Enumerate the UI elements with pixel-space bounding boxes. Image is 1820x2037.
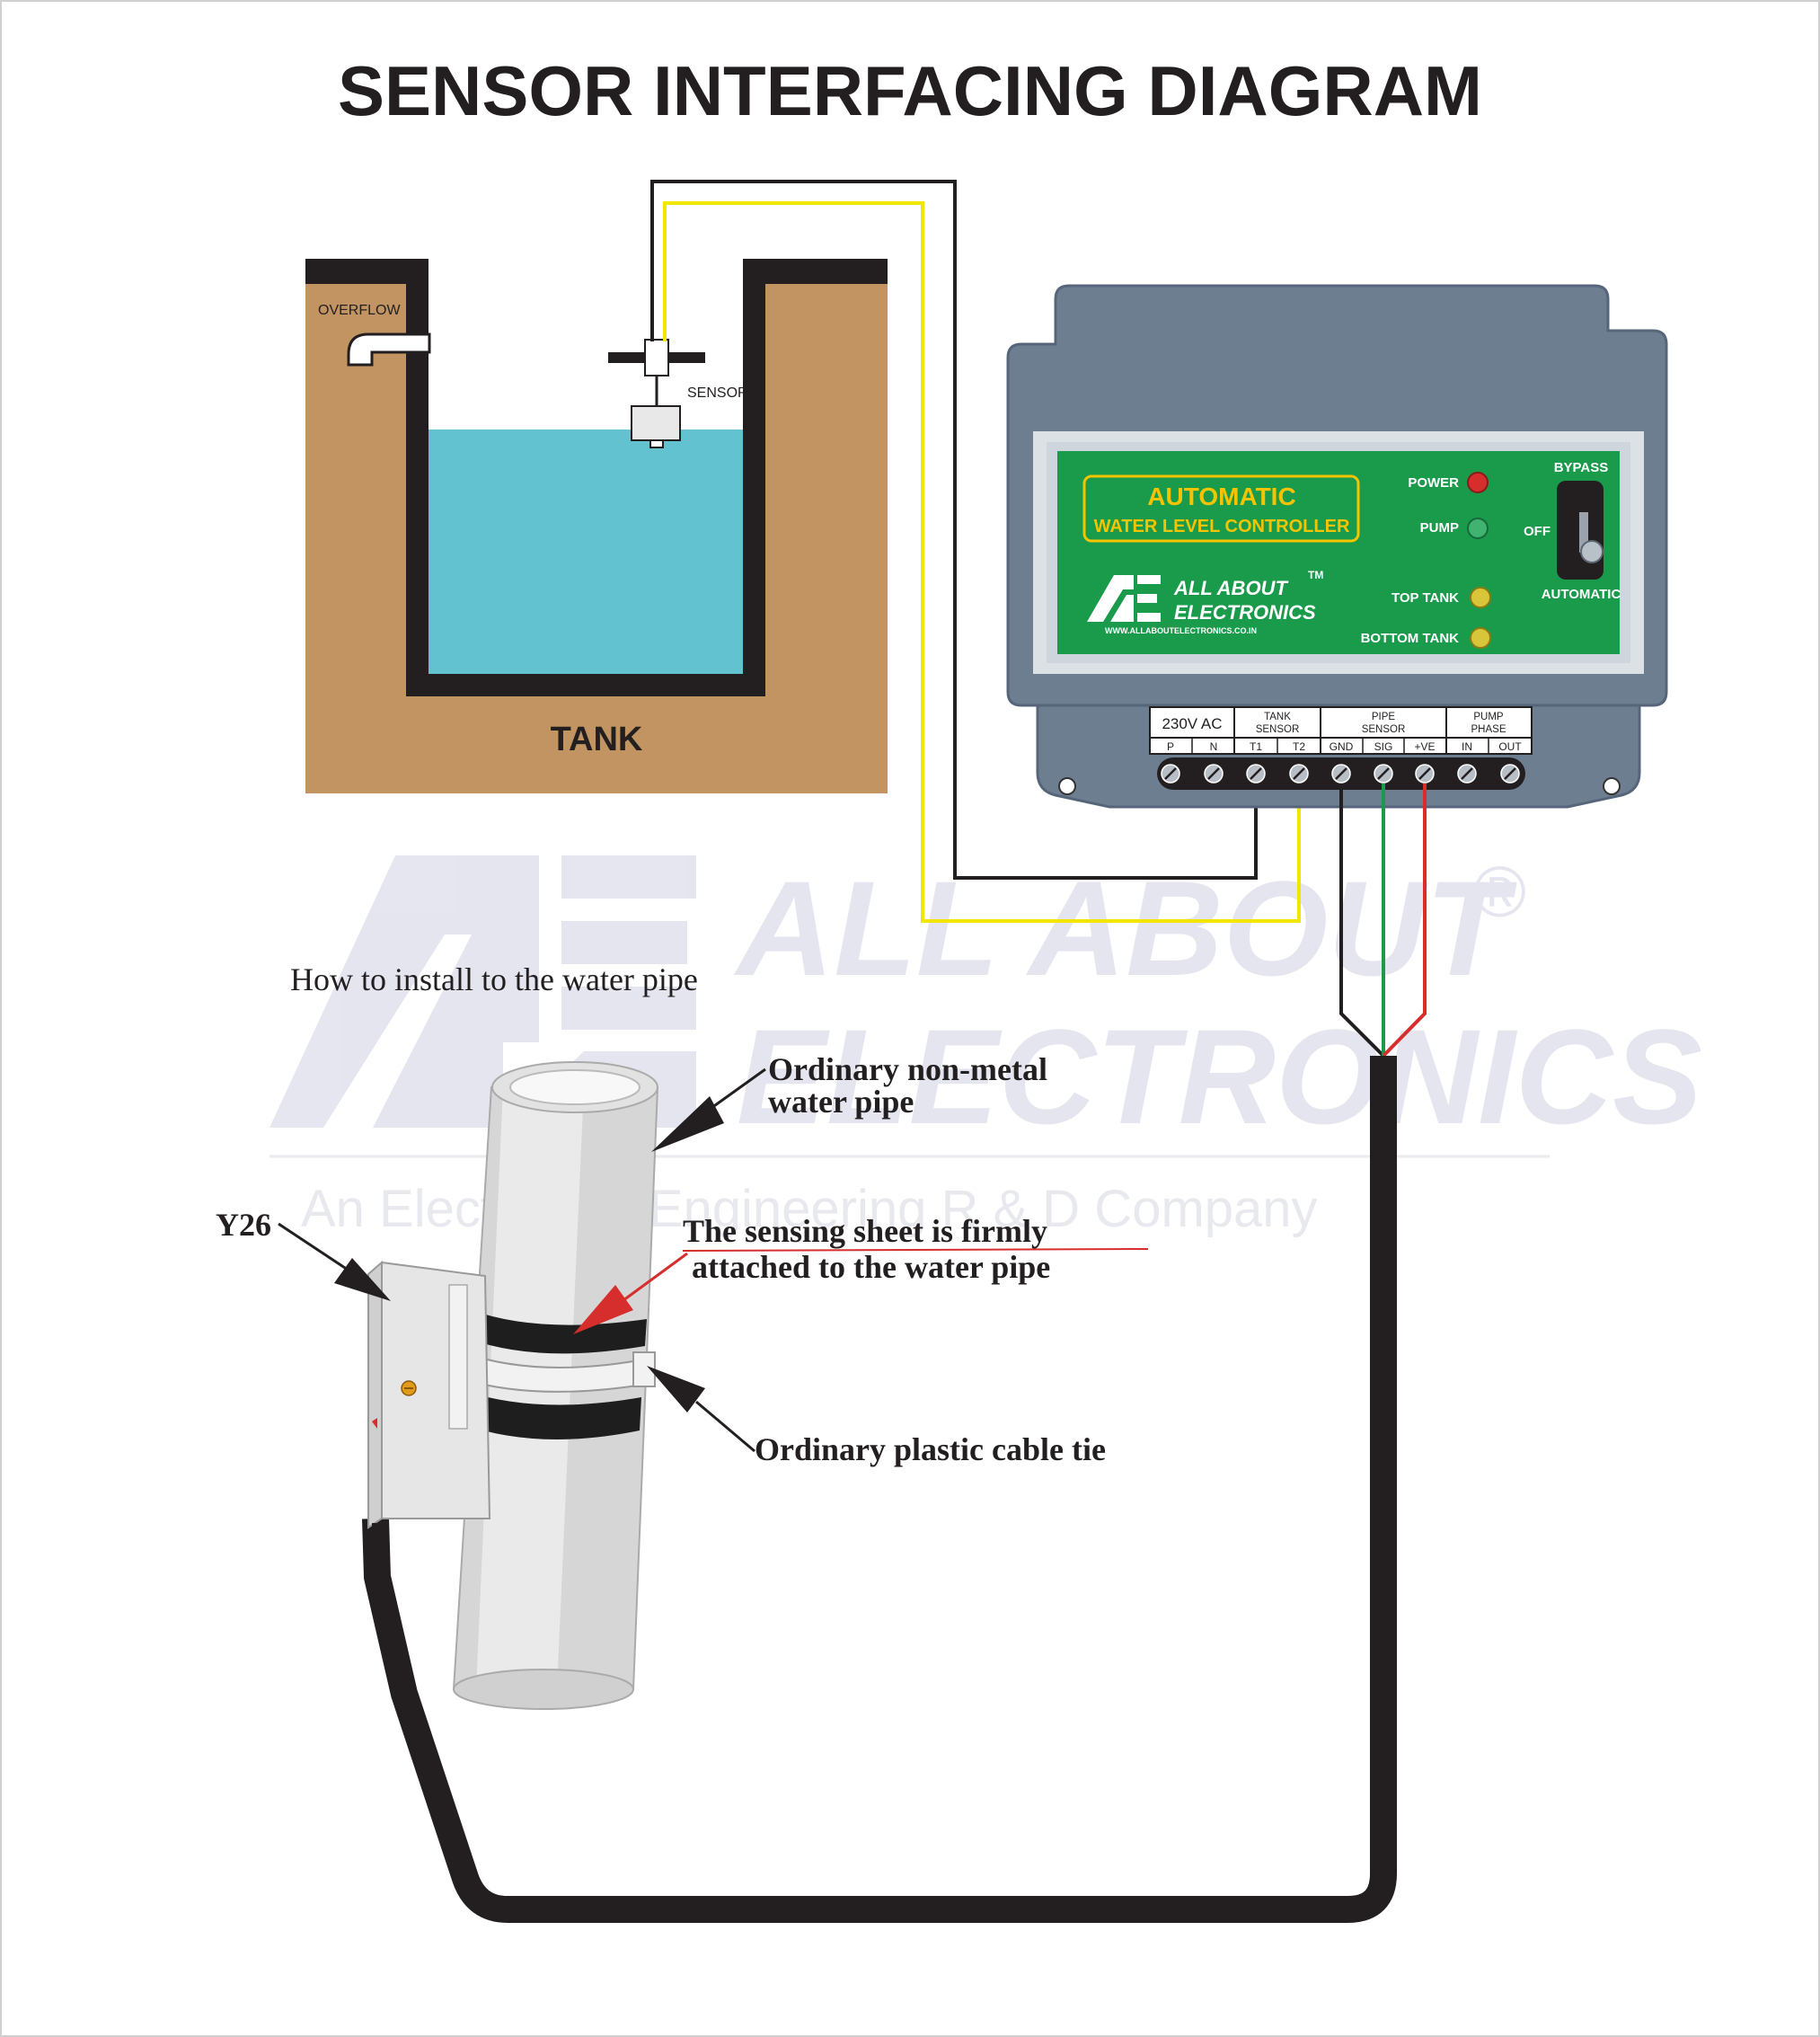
brand-logo	[1087, 575, 1161, 622]
screw-slots	[1164, 767, 1516, 780]
brand-line1: ALL ABOUT	[1173, 577, 1288, 599]
sensing-sheet-lower	[463, 1391, 641, 1439]
terminal-group-230v: 230V AC	[1162, 715, 1222, 732]
switch-label-bypass: BYPASS	[1554, 460, 1609, 475]
pipe-sensor-wires	[1339, 784, 1427, 1058]
cable-tie-label: Ordinary plastic cable tie	[755, 1431, 1106, 1467]
sensor-cable	[362, 1056, 1397, 1923]
pin-label-gnd: GND	[1330, 740, 1354, 753]
sheet-pointer-arrowhead	[573, 1285, 633, 1334]
watermark-line2: ELECTRONICS	[737, 1001, 1702, 1152]
pipe-label-line2: water pipe	[768, 1084, 914, 1120]
terminal-group-pipe-sensor-line2: SENSOR	[1362, 724, 1406, 735]
indicator-power-led	[1467, 472, 1489, 493]
pin-label-vcc: +VE	[1414, 740, 1435, 753]
sensing-sheet-upper	[469, 1310, 647, 1354]
install-heading: How to install to the water pipe	[290, 961, 698, 997]
indicator-bottom-tank-led	[1470, 627, 1491, 649]
indicator-pump-label: PUMP	[1420, 520, 1459, 536]
indicator-bottom-tank-label: BOTTOM TANK	[1361, 631, 1460, 646]
sheet-pointer-line	[619, 1252, 688, 1305]
watermark-line1: ALL ABOUT	[733, 853, 1518, 1004]
terminal-group-tank-sensor-line1: TANK	[1264, 712, 1291, 722]
controller-unit: AUTOMATIC WATER LEVEL CONTROLLER ALL ABO…	[1006, 284, 1668, 809]
pin-label-p: P	[1167, 740, 1174, 753]
sheet-label-underline	[682, 1248, 1149, 1252]
mount-hole-right	[1603, 777, 1621, 795]
pin-label-n: N	[1210, 740, 1218, 753]
tank-illustration: OVERFLOW SENSOR TANK	[305, 259, 888, 793]
controller-title-line2: WATER LEVEL CONTROLLER	[1094, 517, 1350, 536]
switch-label-automatic: AUTOMATIC	[1542, 587, 1621, 602]
wire-t2-yellow	[663, 201, 1301, 923]
sensor-model-label: Y26	[216, 1207, 271, 1243]
sensor-label: SENSOR	[687, 385, 748, 401]
pin-label-in: IN	[1462, 740, 1472, 753]
indicator-power-label: POWER	[1408, 475, 1459, 491]
controller-face	[1057, 451, 1620, 654]
watermark-registered-mark: ®	[1473, 852, 1526, 932]
tank-label: TANK	[551, 721, 643, 758]
pipe-pointer-line	[704, 1067, 766, 1114]
terminal-group-tank-sensor-line2: SENSOR	[1256, 724, 1300, 735]
cable-tie-pointer-line	[695, 1400, 755, 1453]
overflow-label: OVERFLOW	[318, 303, 401, 318]
wire-gnd	[1339, 784, 1385, 1058]
controller-title-line1: AUTOMATIC	[1147, 483, 1295, 510]
tank-water	[428, 430, 743, 674]
tank-sensor-wires	[650, 180, 1301, 923]
indicator-top-tank-label: TOP TANK	[1392, 590, 1459, 606]
mount-hole-left	[1058, 777, 1076, 795]
selector-switch-knob	[1580, 540, 1604, 563]
tank-rim-left	[305, 259, 428, 284]
pipe-pointer-arrowhead	[651, 1096, 724, 1152]
pin-label-sig: SIG	[1374, 740, 1393, 753]
terminal-group-pump-phase-line1: PUMP	[1473, 712, 1504, 722]
terminal-label-strip	[1149, 706, 1533, 755]
controller-title-box	[1082, 474, 1360, 543]
overflow-pipe	[347, 332, 431, 367]
y26-sensor-body	[367, 1260, 491, 1532]
model-pointer-arrowhead	[334, 1258, 391, 1301]
pin-label-t1: T1	[1250, 740, 1262, 753]
float-sensor	[608, 339, 705, 448]
cable-tie-pointer-arrowhead	[647, 1366, 705, 1413]
indicator-top-tank-led	[1470, 587, 1491, 608]
selector-switch-lever	[1579, 512, 1588, 553]
sheet-label-line2: attached to the water pipe	[692, 1249, 1050, 1285]
brand-line2: ELECTRONICS	[1174, 601, 1316, 624]
tank-rim-right	[765, 259, 888, 284]
brand-website: WWW.ALLABOUTELECTRONICS.CO.IN	[1105, 626, 1257, 635]
sheet-label-line1: The sensing sheet is firmly	[683, 1213, 1047, 1249]
terminal-group-pump-phase-line2: PHASE	[1471, 724, 1506, 735]
switch-label-off: OFF	[1524, 524, 1551, 539]
wire-t1-black	[650, 180, 1258, 880]
pin-label-out: OUT	[1498, 740, 1522, 753]
watermark-tagline: An Electronics Engineering R & D Company	[301, 1180, 1318, 1238]
page-title: SENSOR INTERFACING DIAGRAM	[338, 51, 1482, 130]
pipe-label-line1: Ordinary non-metal	[768, 1051, 1047, 1087]
brand-trademark: TM	[1308, 569, 1323, 581]
pin-label-t2: T2	[1293, 740, 1305, 753]
terminal-group-pipe-sensor-line1: PIPE	[1372, 712, 1396, 722]
wire-vcc	[1382, 784, 1427, 1058]
model-pointer-line	[278, 1222, 351, 1273]
indicator-pump-led	[1467, 518, 1489, 539]
